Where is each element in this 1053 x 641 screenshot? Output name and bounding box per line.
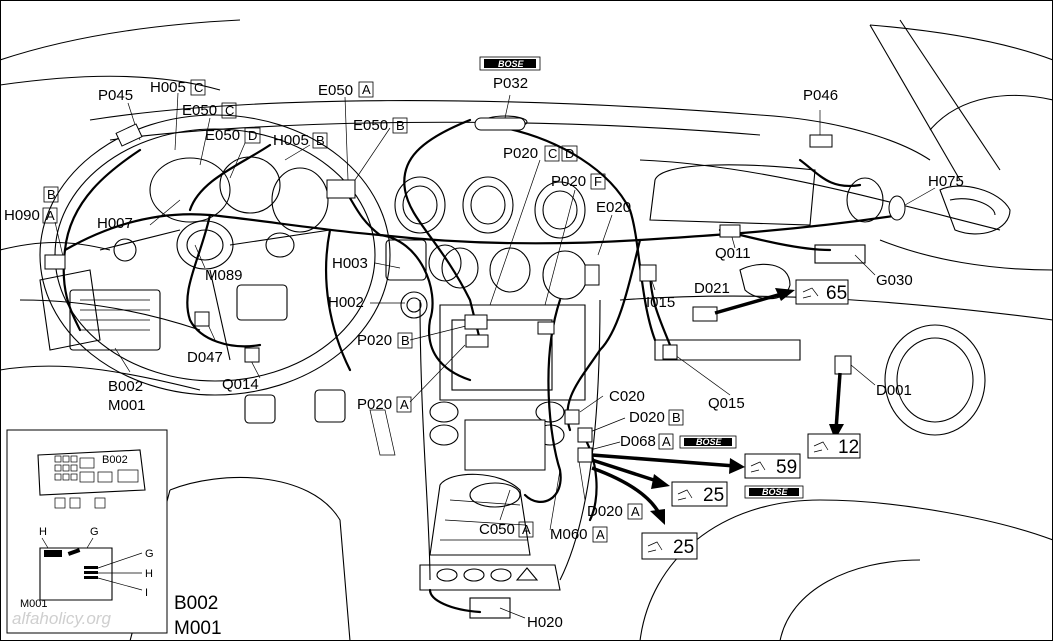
label-p020b: P020 xyxy=(357,332,392,349)
label-e050d: E050 xyxy=(205,127,240,144)
watermark: alfaholicy.org xyxy=(12,609,111,628)
label-e050a-box: A xyxy=(362,82,371,97)
inset-m001-label: M001 xyxy=(174,618,222,639)
label-h005c-box: C xyxy=(194,80,203,95)
bose-logo-text: BOSE xyxy=(498,59,525,69)
label-p020cd-box2: D xyxy=(565,146,574,161)
inset-title: B002 xyxy=(102,454,128,466)
label-q011: Q011 xyxy=(715,245,751,262)
label-h020: H020 xyxy=(527,614,563,631)
label-h002: H002 xyxy=(328,294,364,311)
label-g030: G030 xyxy=(876,272,913,289)
label-e020: E020 xyxy=(596,199,631,216)
pointer-lines xyxy=(54,92,936,619)
label-b002: B002 xyxy=(108,378,143,395)
label-p020f-box: F xyxy=(594,174,602,189)
inset-fuse-grid xyxy=(54,455,139,509)
label-e050b-box: B xyxy=(396,118,405,133)
inset-m001: M001 xyxy=(20,598,48,610)
label-m060: M060 xyxy=(550,526,588,543)
inset-b002-m001: B002 H G G H I M001 xyxy=(6,429,168,634)
connector-glyphs xyxy=(44,117,906,471)
label-h005b: H005 xyxy=(273,132,309,149)
ref-box-25a: 25 xyxy=(671,481,728,507)
ref-box-65: 65 xyxy=(795,279,849,305)
label-h075: H075 xyxy=(928,173,964,190)
label-q015: Q015 xyxy=(708,395,745,412)
ref-12-label: 12 xyxy=(838,437,859,458)
label-d020a: D020 xyxy=(587,503,623,520)
label-d047: D047 xyxy=(187,349,223,366)
label-d020b-box: B xyxy=(672,410,681,425)
ref-59-label: 59 xyxy=(776,457,797,478)
label-c050-box: A xyxy=(522,522,531,537)
inset-i-right: I xyxy=(145,587,148,599)
label-p020f: P020 xyxy=(551,173,586,190)
label-p020a-box: A xyxy=(400,397,409,412)
label-e050c: E050 xyxy=(182,102,217,119)
inset-g-top: G xyxy=(90,526,99,538)
ref-box-25b: 25 xyxy=(641,532,698,560)
label-i015: I015 xyxy=(646,294,675,311)
label-d020a-box: A xyxy=(631,504,640,519)
label-e050a: E050 xyxy=(318,82,353,99)
label-h007: H007 xyxy=(97,215,133,232)
label-m089: M089 xyxy=(205,267,243,284)
inset-h-top: H xyxy=(39,526,47,538)
label-p046: P046 xyxy=(803,87,838,104)
label-d021: D021 xyxy=(694,280,730,297)
label-m060-box: A xyxy=(596,527,605,542)
inset-h-right: H xyxy=(145,568,153,580)
label-p020cd-box1: C xyxy=(548,146,557,161)
label-m001: M001 xyxy=(108,397,146,414)
label-p020a: P020 xyxy=(357,396,392,413)
bose-logo-d068: BOSE xyxy=(679,435,737,449)
label-p045: P045 xyxy=(98,87,133,104)
ref-25b-label: 25 xyxy=(673,537,694,558)
bose-logo-seat: BOSE xyxy=(744,485,804,499)
ref-box-59: 59 xyxy=(744,453,801,479)
label-h090: H090 xyxy=(4,207,40,224)
label-p020b-box: B xyxy=(401,333,410,348)
inset-b002-label: B002 xyxy=(174,593,218,614)
ref-25a-label: 25 xyxy=(703,485,724,506)
label-e050b: E050 xyxy=(353,117,388,134)
label-b-marker: B xyxy=(47,187,56,202)
label-h005c: H005 xyxy=(150,79,186,96)
label-d068-box: A xyxy=(662,434,671,449)
label-h090-box: A xyxy=(46,208,55,223)
label-q014: Q014 xyxy=(222,376,259,393)
label-d020b: D020 xyxy=(629,409,665,426)
label-d068: D068 xyxy=(620,433,656,450)
ref-65-label: 65 xyxy=(826,283,847,304)
label-p032: P032 xyxy=(493,75,528,92)
inset-g-right: G xyxy=(145,548,154,560)
label-d001: D001 xyxy=(876,382,912,399)
label-e050d-box: D xyxy=(248,128,257,143)
component-labels: P045 H005 C E050 A P032 P046 E050 C E050… xyxy=(4,75,964,631)
bose-logo-top: BOSE xyxy=(479,56,541,71)
bose-logo-text: BOSE xyxy=(762,487,789,497)
label-e050c-box: C xyxy=(225,103,234,118)
reference-arrows xyxy=(591,288,844,525)
ref-box-12: 12 xyxy=(807,433,861,459)
label-c050: C050 xyxy=(479,521,515,538)
label-h003: H003 xyxy=(332,255,368,272)
label-c020: C020 xyxy=(609,388,645,405)
label-p020cd: P020 xyxy=(503,145,538,162)
bose-logo-text: BOSE xyxy=(696,437,723,447)
label-h005b-box: B xyxy=(316,133,325,148)
